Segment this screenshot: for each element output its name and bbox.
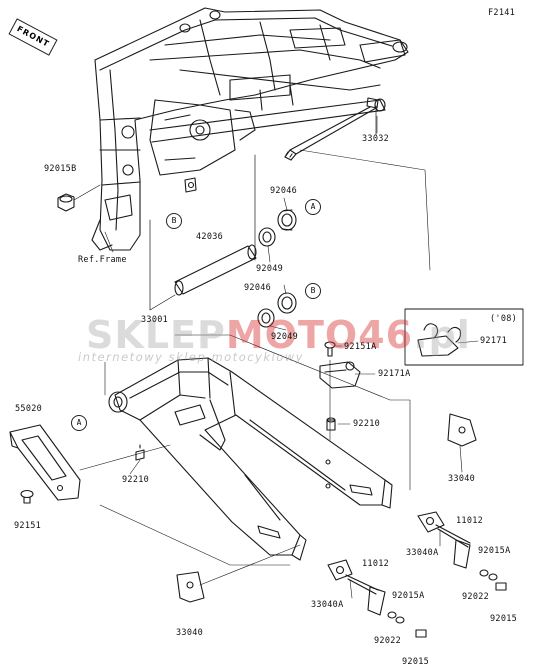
clamp-92171-inset [417, 323, 462, 357]
watermark-brand-b: MOTO46 [225, 313, 414, 357]
part-label-11012-right: 11012 [456, 516, 484, 526]
bracket-33040-left [176, 571, 205, 603]
part-label-92015A-left: 92015A [392, 591, 425, 601]
part-label-92049-lower: 92049 [271, 332, 299, 342]
part-label-92046-upper: 92046 [270, 186, 298, 196]
part-label-92151: 92151 [14, 521, 42, 531]
pivot-shaft-33032 [284, 97, 379, 161]
bolt-92151 [20, 489, 34, 504]
part-label-92022-left: 92022 [374, 636, 402, 646]
part-label-92015-left: 92015 [402, 657, 430, 667]
bracket-33040-right [447, 413, 477, 447]
part-label-92015A-right: 92015A [478, 546, 511, 556]
part-label-33001: 33001 [141, 315, 169, 325]
part-label-92210-left: 92210 [122, 475, 150, 485]
bolt-92151A [324, 341, 336, 357]
part-label-33040A-left: 33040A [311, 600, 344, 610]
part-label-11012-left: 11012 [362, 559, 390, 569]
part-label-33040-right: 33040 [448, 474, 476, 484]
part-label-92210-center: 92210 [353, 419, 381, 429]
collar-42036 [174, 244, 257, 296]
adjuster-33040A-right [417, 511, 471, 548]
plate-11012-left [367, 586, 386, 616]
inset-box-08 [404, 308, 524, 366]
nut-92015B [57, 193, 75, 212]
part-label-33040A-right: 33040A [406, 548, 439, 558]
leader-lines [104, 115, 479, 599]
chain-guard-55020 [9, 424, 81, 501]
callout-a-swingarm: A [71, 415, 87, 431]
bearing-92046-lower [277, 292, 297, 314]
clamp-92171A [319, 361, 361, 389]
part-label-92171A: 92171A [378, 369, 411, 379]
part-label-ref-frame: Ref.Frame [78, 255, 127, 265]
plate-11012-right [453, 539, 471, 569]
part-label-55020: 55020 [15, 404, 43, 414]
part-label-33040-left: 33040 [176, 628, 204, 638]
bolt-92210-center [326, 417, 336, 431]
part-label-92171: 92171 [480, 336, 508, 346]
part-label-33032: 33032 [362, 134, 390, 144]
callout-a-upper: A [305, 199, 321, 215]
washers-nuts-left [387, 611, 427, 638]
part-label-42036: 42036 [196, 232, 224, 242]
bolt-92210-left [135, 444, 145, 461]
part-label-92015B: 92015B [44, 164, 77, 174]
watermark-brand-a: SKLEP [86, 313, 226, 357]
washers-nuts-right [479, 569, 507, 591]
watermark-tagline: internetowy sklep motocyklowy [78, 350, 304, 364]
bearing-92046-upper [277, 209, 297, 231]
main-frame-drawing [91, 7, 409, 251]
inset-label-08: ('08) [490, 314, 518, 324]
spacer-92049-upper [258, 227, 276, 247]
watermark-brand: SKLEPMOTO46.pl [86, 313, 471, 357]
callout-b-lower: B [305, 283, 321, 299]
spacer-92049-lower [257, 308, 275, 328]
figure-code: F2141 [488, 8, 516, 18]
callout-b-frame: B [166, 213, 182, 229]
part-label-92046-lower: 92046 [244, 283, 272, 293]
part-label-92049-upper: 92049 [256, 264, 284, 274]
swingarm-33001 [108, 357, 393, 561]
part-label-92015-right: 92015 [490, 614, 518, 624]
part-label-92151A: 92151A [344, 342, 377, 352]
watermark-brand-c: .pl [413, 313, 471, 357]
part-label-92022-right: 92022 [462, 592, 490, 602]
